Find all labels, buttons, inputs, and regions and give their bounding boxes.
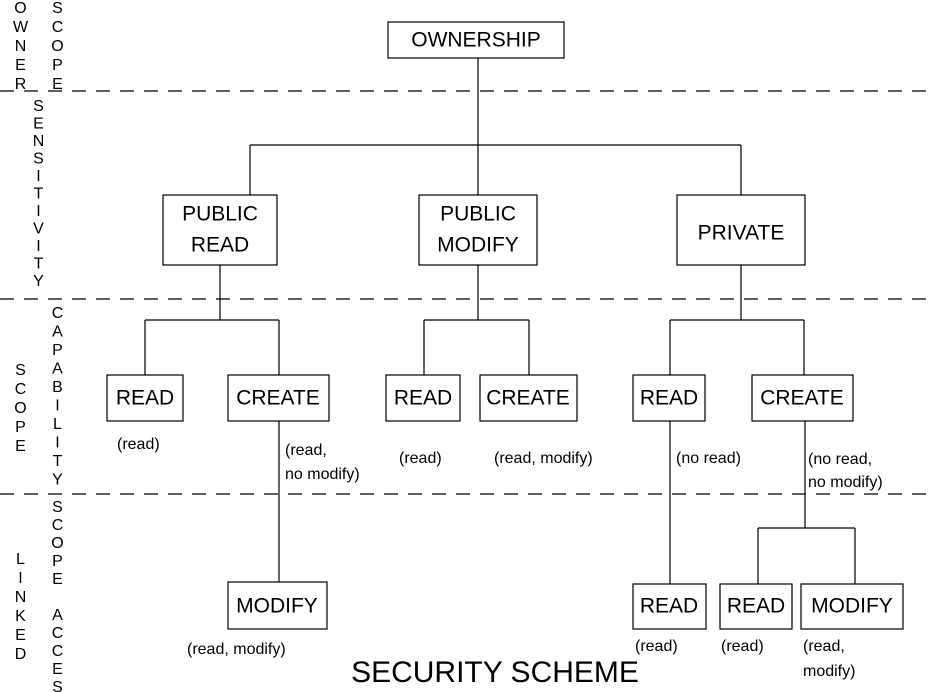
node-label: CREATE <box>486 387 570 410</box>
node-public-read-create: CREATE <box>227 374 330 422</box>
access-notes: (read) (read, no modify) (read) (read, m… <box>117 436 883 680</box>
node-label: READ <box>116 387 174 410</box>
node-label: MODIFY <box>236 595 318 618</box>
note: (read) <box>399 450 442 467</box>
note: no modify) <box>808 474 883 491</box>
side-label-scope: SCOPE <box>12 362 29 457</box>
node-label: PUBLIC <box>182 203 258 226</box>
side-label-capability: CAPABILITY <box>49 305 66 490</box>
note: (read, <box>803 638 845 655</box>
node-label: PRIVATE <box>698 222 785 245</box>
note: (read) <box>635 638 678 655</box>
node-label: CREATE <box>236 387 320 410</box>
node-public-read-create-modify: MODIFY <box>227 581 328 630</box>
note: (read) <box>721 638 764 655</box>
node-label: OWNERSHIP <box>411 29 541 52</box>
node-label: READ <box>640 595 698 618</box>
node-label: READ <box>394 387 452 410</box>
note: (no read, <box>808 451 872 468</box>
side-label-scope-access: SCOPE ACCES <box>49 499 66 692</box>
node-public-read: PUBLIC READ <box>162 194 278 266</box>
note: no modify) <box>285 466 360 483</box>
node-ownership: OWNERSHIP <box>387 21 565 59</box>
node-private: PRIVATE <box>676 194 806 266</box>
node-label: MODIFY <box>437 234 519 257</box>
node-public-modify-read: READ <box>385 374 461 422</box>
side-label-owner: OWNER <box>12 0 29 95</box>
side-label-sensitivity: SENSITIVITY <box>30 98 47 291</box>
node-label: MODIFY <box>811 595 893 618</box>
node-label: READ <box>640 387 698 410</box>
node-private-create-read: READ <box>719 583 793 630</box>
side-label-owner-scope: SCOPE <box>49 0 66 95</box>
node-private-read-read: READ <box>632 583 707 630</box>
note: (read) <box>117 436 160 453</box>
node-public-read-read: READ <box>106 374 184 422</box>
node-public-modify: PUBLIC MODIFY <box>418 194 538 266</box>
note: (read, modify) <box>494 450 593 467</box>
node-private-create-modify: MODIFY <box>800 583 904 630</box>
note: (read, <box>285 442 327 459</box>
diagram-title: SECURITY SCHEME <box>351 656 639 689</box>
side-label-linked: LINKED <box>12 551 29 665</box>
node-public-modify-create: CREATE <box>479 374 578 422</box>
node-label: READ <box>727 595 785 618</box>
node-label: PUBLIC <box>440 203 516 226</box>
connectors <box>144 58 856 584</box>
node-label: READ <box>191 234 249 257</box>
note: (read, modify) <box>187 641 286 658</box>
node-private-read: READ <box>632 374 706 422</box>
note: modify) <box>803 663 855 680</box>
node-private-create: CREATE <box>751 374 854 422</box>
note: (no read) <box>676 450 741 467</box>
node-label: CREATE <box>760 387 844 410</box>
